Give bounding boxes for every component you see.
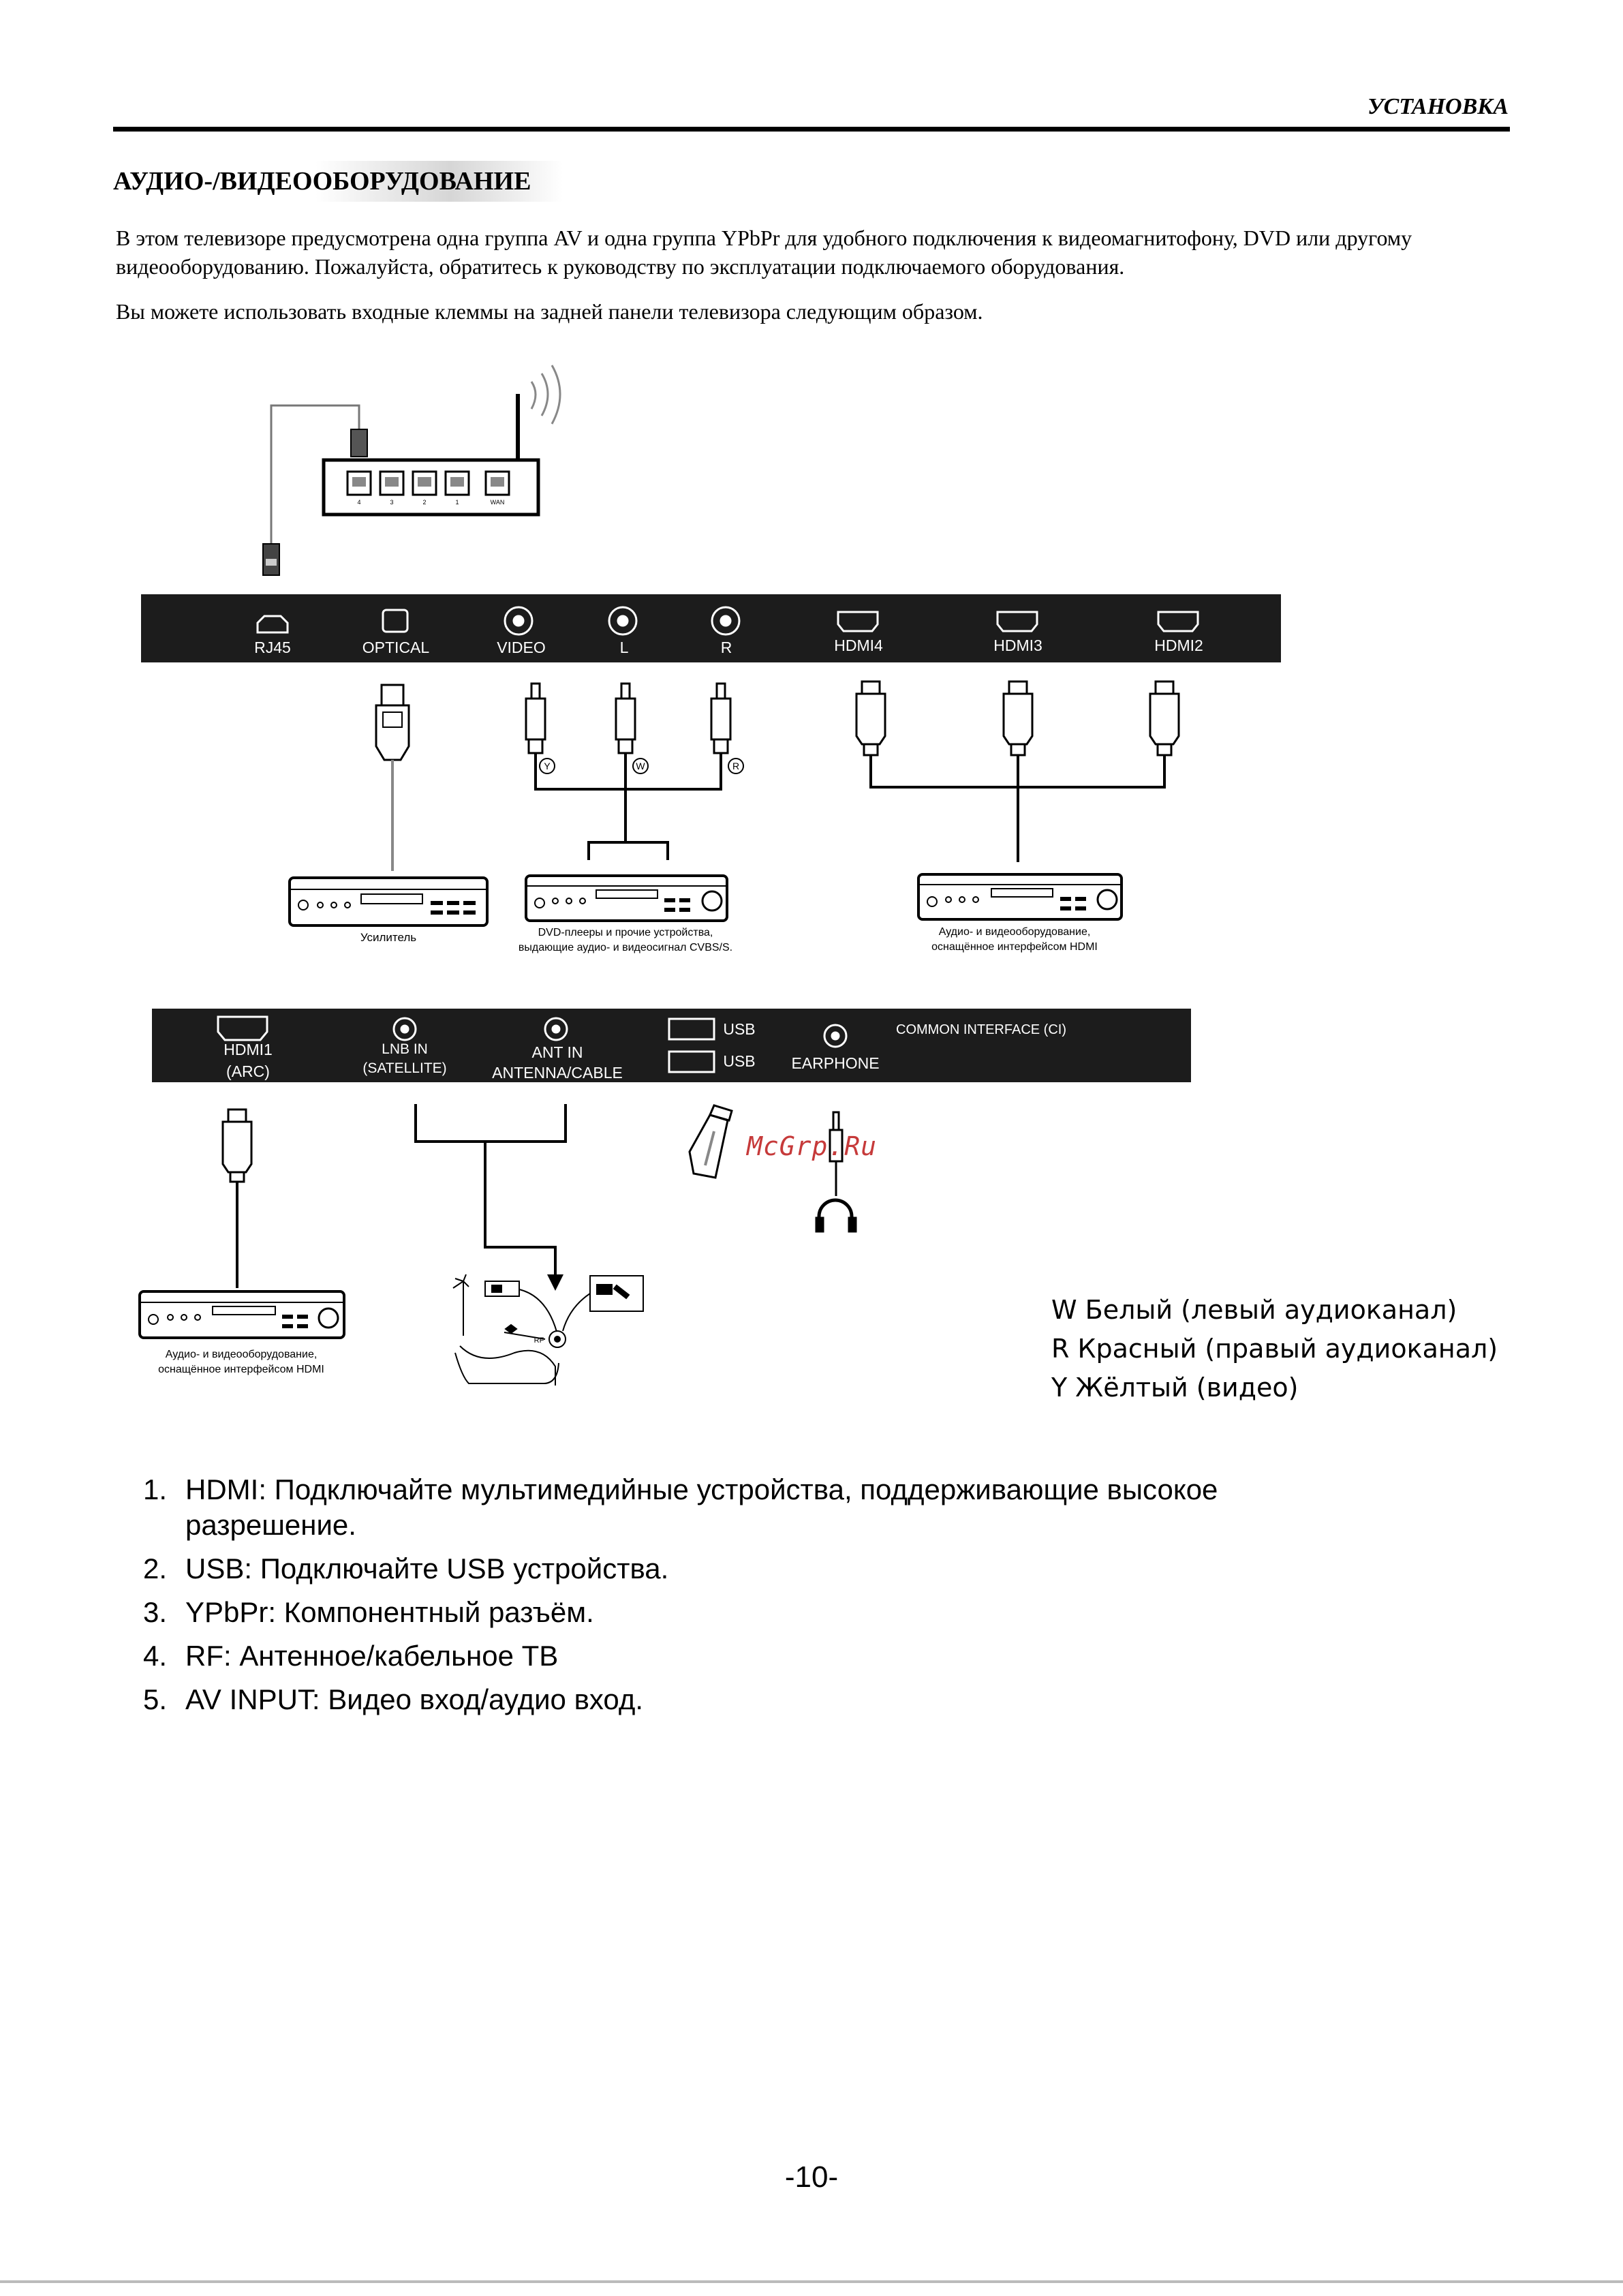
hdmi-plug-icon: [221, 1108, 253, 1183]
port-label-arc: (ARC): [226, 1062, 270, 1080]
list-item-number: 2.: [143, 1552, 168, 1585]
router-port-label: 4: [357, 499, 360, 506]
antenna-connection-icon: [452, 1274, 644, 1386]
list-item: 3. YPbPr: Компонентный разъём.: [143, 1595, 1344, 1630]
list-item-text: RF: Антенное/кабельное ТВ: [185, 1640, 559, 1672]
usb-port-1-icon: [668, 1017, 715, 1041]
bottom-panel: [152, 1009, 1191, 1082]
header-section-title: УСТАНОВКА: [1367, 94, 1509, 119]
hdmi-device-label-line2: оснащённое интерфейсом HDMI: [931, 941, 1098, 953]
plug-mark-w: W: [636, 761, 645, 771]
optical-plug-icon: [375, 684, 410, 871]
plug-mark-r: R: [732, 761, 739, 771]
port-label-r: R: [721, 639, 732, 656]
bottom-rule: [0, 2280, 1623, 2283]
port-label-earphone: EARPHONE: [791, 1054, 879, 1072]
hdmi-plug-icon: [1002, 680, 1034, 756]
hdmi-plug-icon: [1149, 680, 1180, 756]
page-number: -10-: [784, 2160, 839, 2194]
port-label-hdmi4: HDMI4: [834, 637, 883, 654]
audio-r-jack-icon: [711, 606, 741, 636]
router-port-label: 2: [422, 499, 426, 506]
earphone-plug-icon: [829, 1111, 844, 1196]
port-label-lnb-in: LNB IN: [382, 1041, 428, 1057]
port-label-ant-in: ANT IN: [532, 1043, 583, 1061]
port-label-satellite: (SATELLITE): [362, 1060, 446, 1076]
router-port-label: WAN: [491, 499, 505, 506]
list-item: 2. USB: Подключайте USB устройства.: [143, 1551, 1344, 1587]
port-label-usb-2: USB: [723, 1052, 755, 1070]
list-item-text: HDMI: Подключайте мультимедийные устройс…: [185, 1473, 1218, 1541]
list-item-number: 4.: [143, 1640, 168, 1672]
port-label-hdmi1: HDMI1: [223, 1041, 273, 1058]
intro-paragraph-2: Вы можете использовать входные клеммы на…: [116, 299, 983, 324]
rca-plug-r-icon: [710, 682, 732, 754]
router-port-label: 1: [455, 499, 459, 506]
port-label-optical: OPTICAL: [362, 639, 430, 656]
list-item-text: AV INPUT: Видео вход/аудио вход.: [185, 1683, 644, 1715]
hdmi3-port-icon: [996, 611, 1038, 632]
port-label-rj45: RJ45: [254, 639, 291, 656]
hdmi-device-label-line1: Аудио- и видеооборудование,: [939, 926, 1091, 938]
port-label-hdmi3: HDMI3: [993, 637, 1042, 654]
connection-list: 1. HDMI: Подключайте мультимедийные устро…: [143, 1472, 1344, 1726]
router: 4 3 2 1 WAN: [262, 365, 561, 576]
hdmi-plug-icon: [855, 680, 886, 756]
rj45-port-icon: [256, 615, 289, 634]
dvd-label-line1: DVD-плееры и прочие устройства,: [538, 927, 713, 938]
usb-flash-drive-icon: [688, 1104, 733, 1179]
legend-yellow: Y Жёлтый (видео): [1051, 1373, 1299, 1403]
hdmi2-port-icon: [1157, 611, 1199, 632]
list-item: 5. AV INPUT: Видео вход/аудио вход.: [143, 1682, 1344, 1717]
list-item: 1. HDMI: Подключайте мультимедийные устро…: [143, 1472, 1344, 1543]
port-label-l: L: [620, 639, 629, 656]
top-panel: [141, 594, 1281, 662]
hdmi-device-bottom-icon: [138, 1290, 345, 1339]
port-label-video: VIDEO: [497, 639, 546, 656]
hdmi-device-icon: [917, 873, 1123, 921]
intro-paragraph-1: В этом телевизоре предусмотрена одна гру…: [116, 226, 1412, 279]
ant-in-jack-icon: [544, 1017, 568, 1041]
video-jack-icon: [504, 606, 534, 636]
hdmi-device-bottom-label-line1: Аудио- и видеооборудование,: [166, 1349, 318, 1360]
usb-port-2-icon: [668, 1050, 715, 1073]
hdmi4-port-icon: [837, 611, 879, 632]
lnb-in-jack-icon: [392, 1017, 417, 1041]
section-title: АУДИО-/ВИДЕООБОРУДОВАНИЕ: [113, 161, 563, 202]
rf-label: RF: [534, 1336, 544, 1345]
hdmi-device-bottom-label-line2: оснащённое интерфейсом HDMI: [158, 1364, 324, 1375]
audio-l-jack-icon: [608, 606, 638, 636]
list-item-number: 3.: [143, 1596, 168, 1628]
plug-mark-y: Y: [544, 761, 551, 771]
port-label-common-interface: COMMON INTERFACE (CI): [896, 1022, 1066, 1037]
list-item: 4. RF: Антенное/кабельное ТВ: [143, 1638, 1344, 1674]
router-port-label: 3: [390, 499, 393, 506]
dvd-label-line2: выдающие аудио- и видеосигнал CVBS/S.: [519, 942, 732, 953]
headphones-icon: [815, 1198, 857, 1233]
port-label-usb-1: USB: [723, 1020, 755, 1038]
hdmi1-port-icon: [217, 1015, 268, 1041]
earphone-jack-icon: [823, 1024, 848, 1048]
rca-plug-w-icon: [615, 682, 636, 754]
rca-plug-y-icon: [525, 682, 546, 754]
optical-port-icon: [382, 609, 409, 633]
list-item-number: 5.: [143, 1683, 168, 1715]
list-item-text: USB: Подключайте USB устройства.: [185, 1552, 669, 1585]
watermark: McGrp.Ru: [747, 1131, 878, 1161]
dvd-player-device-icon: [525, 874, 728, 922]
list-item-text: YPbPr: Компонентный разъём.: [185, 1596, 594, 1628]
port-label-hdmi2: HDMI2: [1154, 637, 1203, 654]
port-label-antenna-cable: ANTENNA/CABLE: [492, 1064, 623, 1082]
legend-white: W Белый (левый аудиоканал): [1051, 1295, 1457, 1325]
list-item-number: 1.: [143, 1473, 168, 1505]
header-rule: [113, 127, 1510, 132]
amplifier-device-icon: [288, 876, 489, 927]
amplifier-label: Усилитель: [360, 931, 416, 944]
legend-red: R Красный (правый аудиоканал): [1051, 1334, 1498, 1364]
